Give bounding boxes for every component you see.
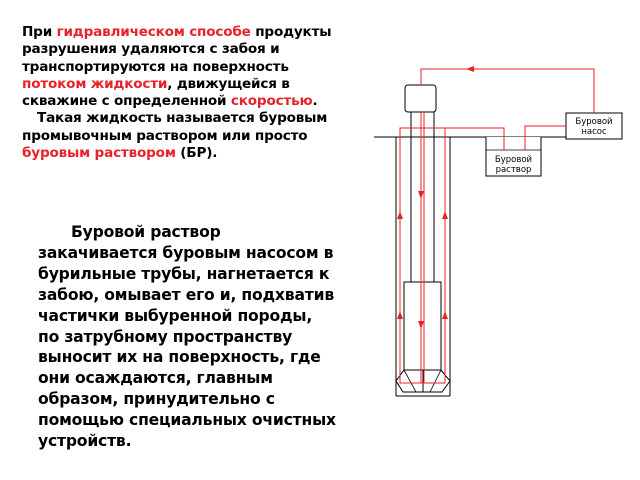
intro-text-6: (БР). (175, 145, 218, 162)
intro-text-1: При (22, 24, 57, 40)
circulation-text: Буровой раствор закачивается буровым нас… (38, 223, 336, 451)
flow-suction-line (524, 125, 566, 150)
circulation-paragraph: Буровой раствор закачивается буровым нас… (38, 222, 338, 452)
intro-paragraph: При гидравлическом способе продукты разр… (22, 24, 352, 162)
intro-text-5: Такая жидкость называется буровым промыв… (22, 110, 328, 144)
intro-text-4: . (312, 93, 318, 110)
term-velocity: скоростью (230, 93, 313, 110)
intro-text-3: , движущейся в скважине с определенной (22, 75, 290, 110)
tank-label-line2: раствор (496, 165, 532, 175)
mud-pump (565, 112, 623, 140)
term-drilling-fluid: буровым раствором (22, 145, 176, 162)
swivel-head (404, 84, 437, 113)
term-hydraulic-method: гидравлическом способе (56, 24, 251, 40)
flow-return-line (450, 127, 505, 150)
pump-label-line1: Буровой (575, 117, 612, 127)
bit-cut-right (429, 369, 442, 393)
intro-text-2: продукты разрушения удаляются с забоя и … (22, 24, 332, 75)
bit-cut-left (403, 369, 417, 393)
flow-down-pipe (420, 112, 425, 384)
drill-collar (403, 281, 442, 371)
flow-annulus-left (399, 127, 450, 384)
tank-label-line1: Буровой (495, 155, 532, 165)
pump-label-line2: насос (581, 127, 607, 137)
term-fluid-flow: потоком жидкости (22, 75, 168, 92)
mud-tank (485, 137, 542, 177)
flow-discharge-line (420, 68, 595, 113)
